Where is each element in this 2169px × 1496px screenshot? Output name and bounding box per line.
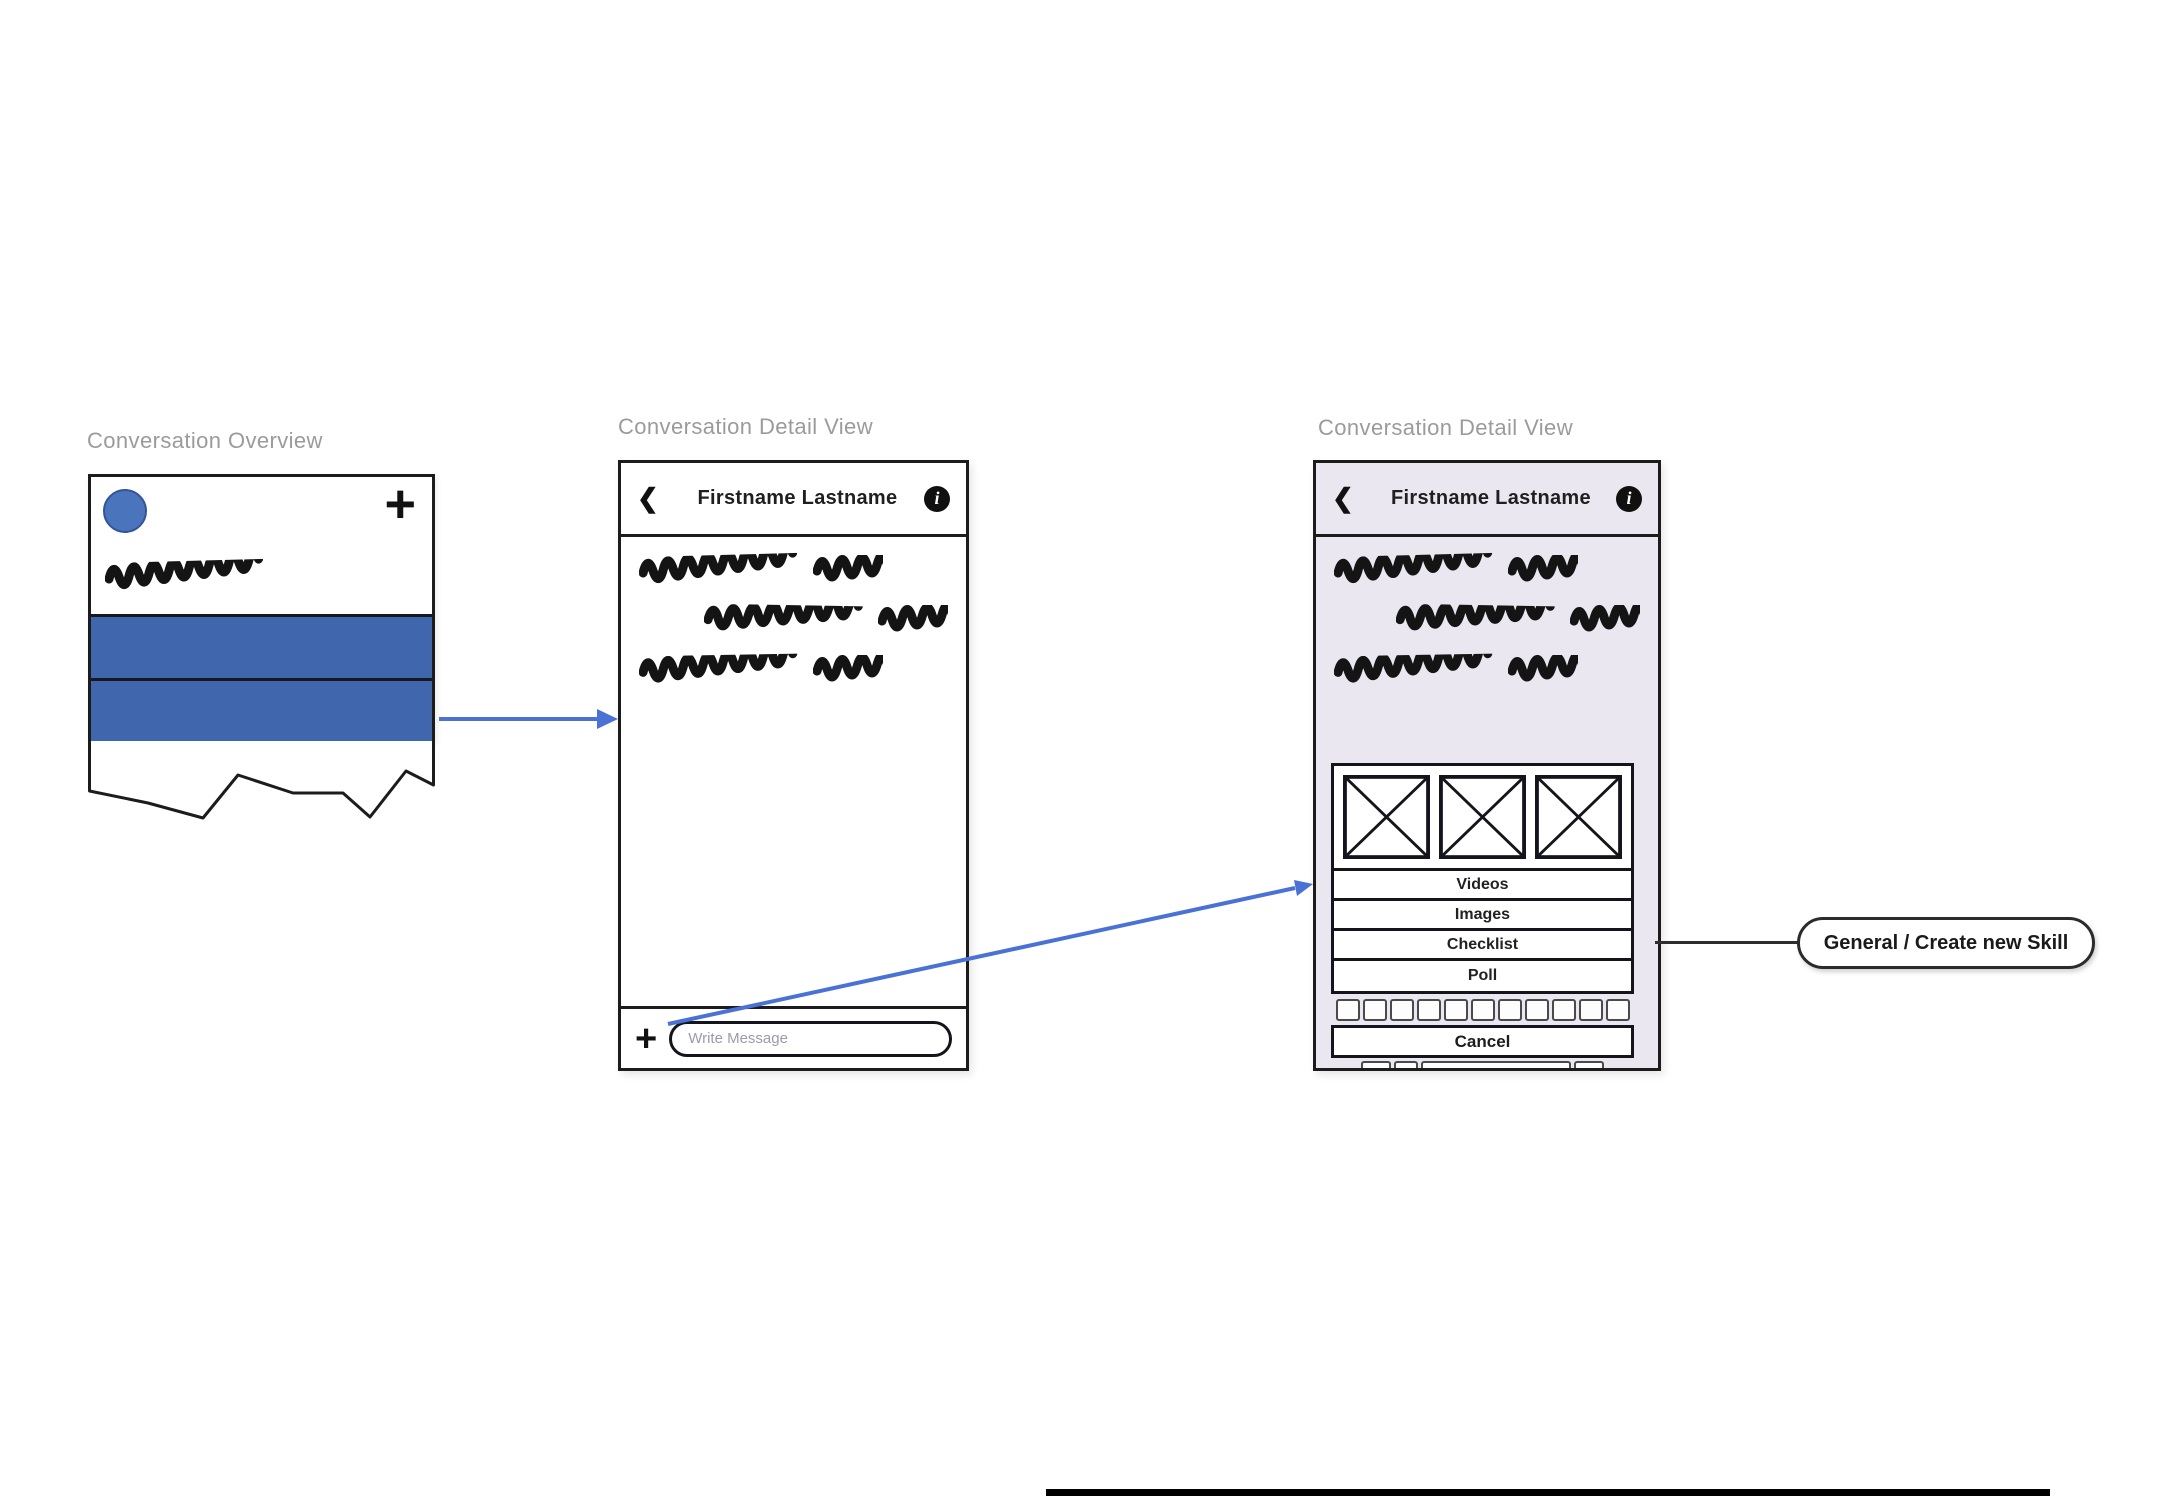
composer-bar: + [621,1006,966,1068]
back-chevron-icon[interactable]: ❮ [637,483,659,513]
contact-name: Firstname Lastname [1391,487,1591,509]
media-thumbnail[interactable] [1439,775,1526,859]
conversation-title-scribble [105,559,266,598]
general-create-new-skill-note: General / Create new Skill [1797,917,2095,969]
media-picker-row [1334,766,1631,871]
screen-title-detail-1: Conversation Detail View [618,414,873,439]
message-scribble-incoming [639,555,948,585]
message-scribble-outgoing [1334,605,1640,635]
message-input[interactable] [669,1020,952,1057]
message-scribble-incoming [639,655,948,685]
message-scribble-incoming [1334,555,1640,585]
sheet-option-videos[interactable]: Videos [1334,871,1631,901]
cancel-button[interactable]: Cancel [1331,1025,1634,1058]
image-placeholder-icon [1343,775,1430,859]
conversation-overview-card: + [88,474,435,744]
torn-paper-edge [88,741,435,820]
media-thumbnail[interactable] [1535,775,1622,859]
conversation-detail-sheet-screen: ❮ Firstname Lastname i [1313,460,1661,1071]
conversation-row[interactable] [91,614,432,678]
avatar [103,489,147,533]
attach-plus-button[interactable]: + [635,1017,658,1060]
conversation-detail-screen: ❮ Firstname Lastname i + [618,460,969,1071]
info-icon[interactable]: i [1616,485,1642,512]
message-list [639,555,948,705]
info-icon[interactable]: i [924,485,950,512]
sheet-option-poll[interactable]: Poll [1334,961,1631,991]
detail-header: ❮ Firstname Lastname i [621,463,966,537]
flow-arrow-overview-to-detail [439,709,618,729]
image-placeholder-icon [1439,775,1526,859]
flow-arrow-plus-to-sheet [667,880,1313,1026]
keyboard-bottom-row [1331,1061,1634,1068]
add-conversation-button[interactable]: + [384,474,416,534]
detail-header: ❮ Firstname Lastname i [1316,463,1658,537]
scan-artifact-bar [1046,1489,2050,1496]
annotation-connector-line [1655,941,1800,944]
sheet-option-checklist[interactable]: Checklist [1334,931,1631,961]
image-placeholder-icon [1535,775,1622,859]
screen-title-detail-2: Conversation Detail View [1318,415,1573,440]
message-scribble-outgoing [639,605,948,635]
sheet-option-images[interactable]: Images [1334,901,1631,931]
message-scribble-incoming [1334,655,1640,685]
back-chevron-icon[interactable]: ❮ [1332,483,1354,513]
media-thumbnail[interactable] [1343,775,1430,859]
contact-name: Firstname Lastname [697,487,898,509]
screen-title-overview: Conversation Overview [87,428,323,453]
attachment-action-sheet: Videos Images Checklist Poll [1331,763,1634,994]
keyboard-row [1331,999,1634,1021]
conversation-row[interactable] [91,678,432,744]
message-list [1334,555,1640,705]
